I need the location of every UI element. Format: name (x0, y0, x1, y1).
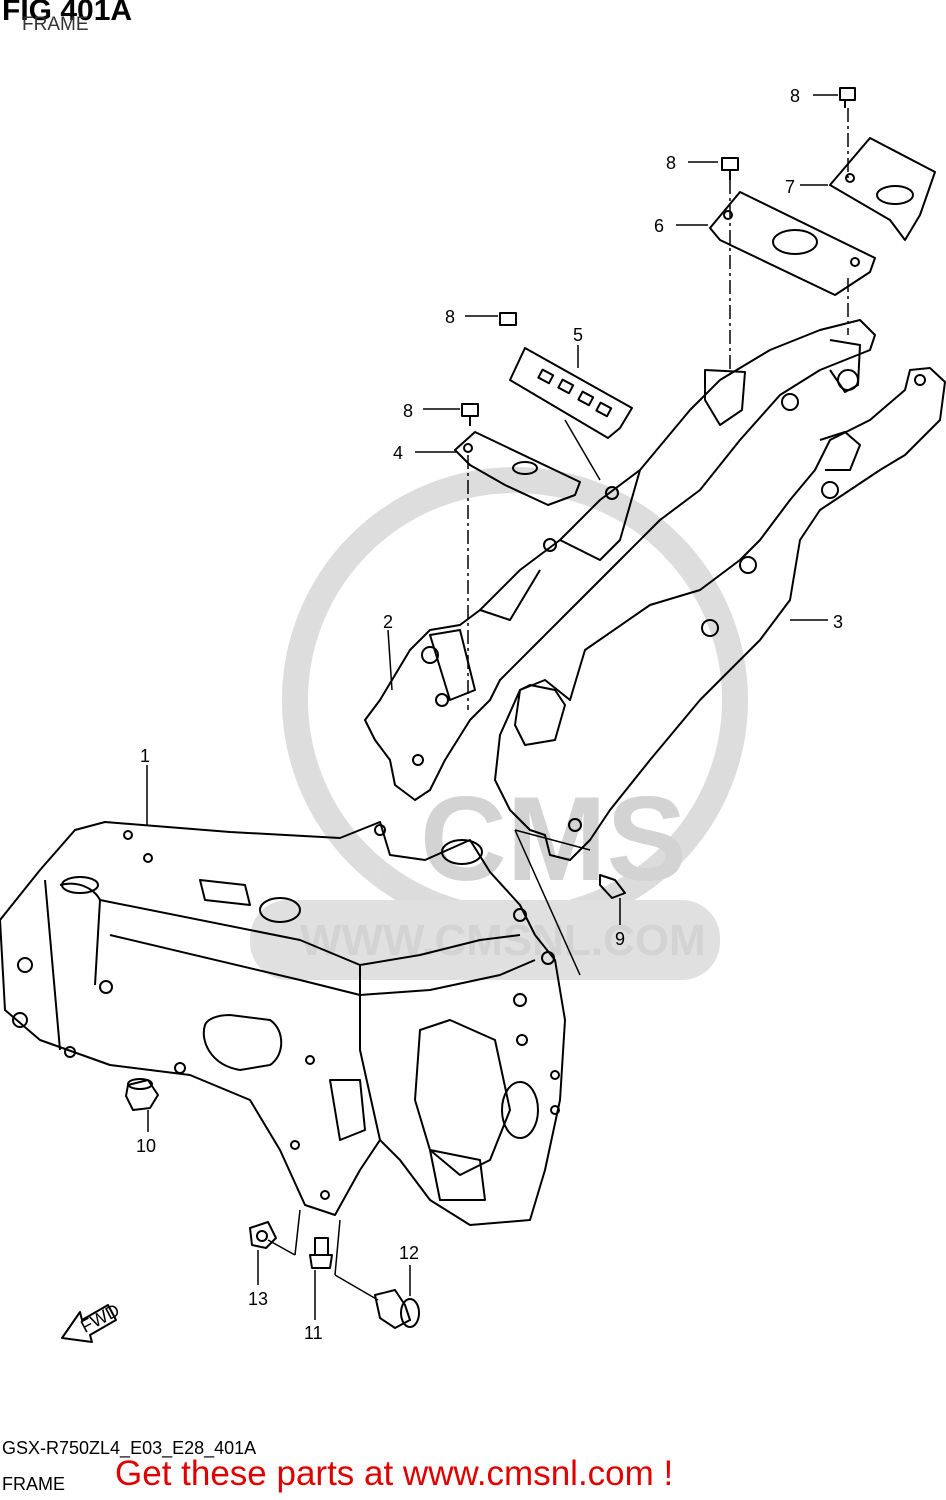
callout-4: 4 (393, 443, 403, 463)
seat-rail-part-2 (364, 319, 876, 801)
parts-ad-link[interactable]: Get these parts at www.cmsnl.com ! (115, 1454, 674, 1493)
callout-1: 1 (140, 746, 150, 766)
callout-11: 11 (304, 1323, 323, 1343)
watermark-brand: CMS (420, 772, 687, 906)
callout-8-fourth: 8 (403, 401, 413, 421)
bolt-part-8a (839, 87, 856, 108)
callout-8-top: 8 (790, 86, 800, 106)
nut-part-13 (249, 1221, 277, 1249)
main-frame-part-1 (0, 821, 566, 1226)
plate-part-6 (709, 191, 876, 296)
callout-5: 5 (573, 325, 583, 345)
bracket-part-4 (454, 431, 581, 506)
callout-6: 6 (654, 216, 664, 236)
plug-part-12 (374, 1289, 420, 1329)
callout-9: 9 (615, 929, 625, 949)
fwd-arrow-icon (61, 1304, 117, 1343)
callout-8-second: 8 (666, 153, 676, 173)
watermark-url: WWW.CMSNL.COM (300, 916, 706, 965)
plate-part-5 (509, 347, 633, 439)
figure-subtitle: FRAME (22, 14, 89, 35)
leader-lines (146, 94, 849, 1320)
bolt-part-11 (309, 1237, 333, 1269)
figure-title: FIG 401A (2, 0, 133, 27)
collar-part-10 (125, 1078, 159, 1111)
bolt-part-9 (599, 874, 626, 899)
bolt-part-8b (721, 157, 739, 180)
bolt-part-8c (499, 312, 517, 326)
bracket-part-7 (829, 137, 936, 241)
callout-8-third: 8 (445, 307, 455, 327)
section-label: FRAME (2, 1474, 65, 1494)
cms-watermark: CMS WWW.CMSNL.COM (250, 467, 748, 980)
callout-7: 7 (785, 177, 795, 197)
callout-10: 10 (136, 1136, 156, 1156)
callout-3: 3 (833, 612, 843, 632)
fwd-label: FWD (77, 1300, 123, 1337)
rear-subframe-part-3 (494, 367, 946, 861)
bolt-part-8d (461, 403, 479, 426)
callout-13: 13 (248, 1289, 268, 1309)
callout-12: 12 (399, 1243, 419, 1263)
model-code: GSX-R750ZL4_E03_E28_401A (2, 1438, 257, 1458)
callout-2: 2 (383, 612, 393, 632)
